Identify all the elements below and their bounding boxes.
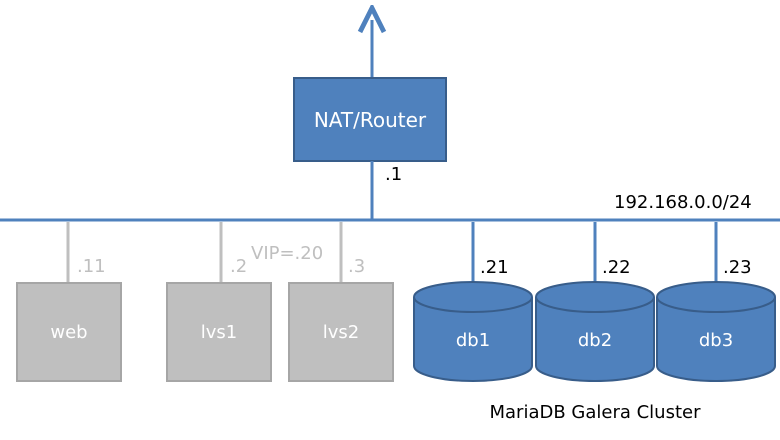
cluster-label: MariaDB Galera Cluster: [489, 402, 701, 423]
db2-label: db2: [578, 330, 612, 351]
lvs1-box: [166, 282, 272, 382]
web-ip: .11: [77, 256, 106, 277]
db3-label: db3: [699, 330, 733, 351]
db2-ip: .22: [602, 257, 631, 278]
lvs1-ip: .2: [230, 256, 247, 277]
web-server-label: web: [50, 322, 87, 343]
db1-label: db1: [456, 330, 490, 351]
lvs2-label: lvs2: [323, 322, 359, 343]
router-ip: .1: [385, 164, 402, 185]
db1-cylinder: [413, 281, 533, 382]
db3-ip: .23: [723, 257, 752, 278]
vip-label: VIP=.20: [251, 243, 323, 264]
lvs2-ip: .3: [348, 256, 365, 277]
db1-ip: .21: [480, 257, 509, 278]
db3-cylinder: [656, 281, 776, 382]
db2-cylinder: [535, 281, 655, 382]
lvs1-label: lvs1: [201, 322, 237, 343]
lvs2-box: [288, 282, 394, 382]
subnet-label: 192.168.0.0/24: [614, 192, 752, 213]
web-server-box: [16, 282, 122, 382]
router-label: NAT/Router: [314, 108, 427, 132]
router-box: [293, 77, 447, 162]
